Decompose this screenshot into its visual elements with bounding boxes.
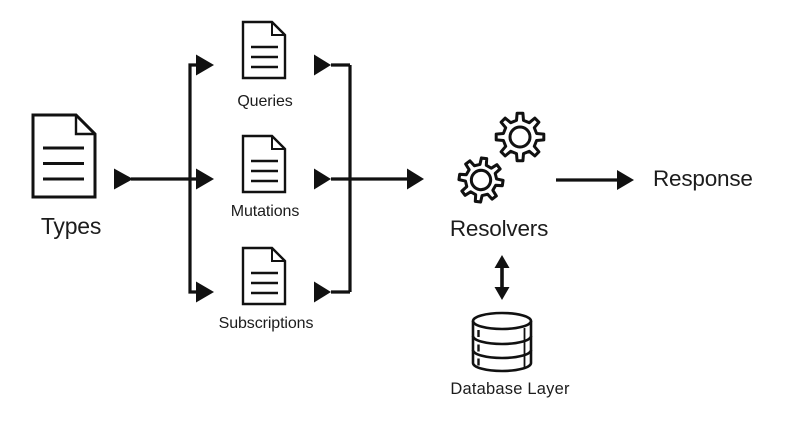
document-fold [74, 115, 95, 136]
mutations-label: Mutations [230, 203, 300, 220]
fanout-vertical [188, 63, 196, 294]
arrowhead-from-types [114, 168, 133, 190]
arrowhead-queries-merge [314, 54, 331, 76]
arrowhead-database-up [494, 255, 510, 268]
subscriptions-label: Subscriptions [218, 315, 314, 332]
document-outline [241, 20, 287, 80]
queries-label: Queries [237, 93, 293, 110]
arrowhead-subscriptions-merge [314, 281, 331, 303]
arrowheads [114, 54, 634, 303]
document-outline [241, 134, 287, 194]
resolvers-label: Resolvers [449, 216, 549, 241]
mutations-document-icon [241, 134, 287, 194]
gear-hole [508, 125, 532, 149]
document-outline [241, 246, 287, 306]
arrowhead-database-down [494, 287, 510, 300]
resolvers-gears-icon [457, 111, 546, 204]
arrowhead-to-mutations [196, 168, 214, 190]
database-band-2 [471, 349, 533, 360]
document-fold [271, 22, 285, 36]
gear-large [494, 111, 546, 163]
queries-document-icon [241, 20, 287, 80]
document-outline [31, 113, 97, 199]
database-band-1 [471, 335, 533, 346]
document-fold [271, 248, 285, 262]
database-top [471, 311, 533, 331]
arrowhead-to-response [617, 170, 634, 190]
arrowhead-to-queries [196, 54, 214, 76]
database-bottom [471, 362, 533, 373]
document-text-lines [43, 146, 84, 181]
database-layer-label: Database Layer [450, 380, 570, 398]
response-label: Response [653, 166, 753, 191]
document-text-lines [251, 271, 278, 295]
document-fold [271, 136, 285, 150]
database-icon [471, 311, 533, 373]
document-text-lines [251, 159, 278, 183]
gear-small [457, 156, 505, 204]
types-document-icon [31, 113, 97, 199]
connector-lines [131, 63, 618, 294]
document-text-lines [251, 45, 278, 69]
arrowhead-to-resolvers [407, 168, 424, 190]
gear-hole [469, 168, 493, 192]
subscriptions-document-icon [241, 246, 287, 306]
types-label: Types [40, 213, 102, 239]
arrowhead-mutations-merge [314, 168, 331, 190]
arrowhead-to-subscriptions [196, 281, 214, 303]
